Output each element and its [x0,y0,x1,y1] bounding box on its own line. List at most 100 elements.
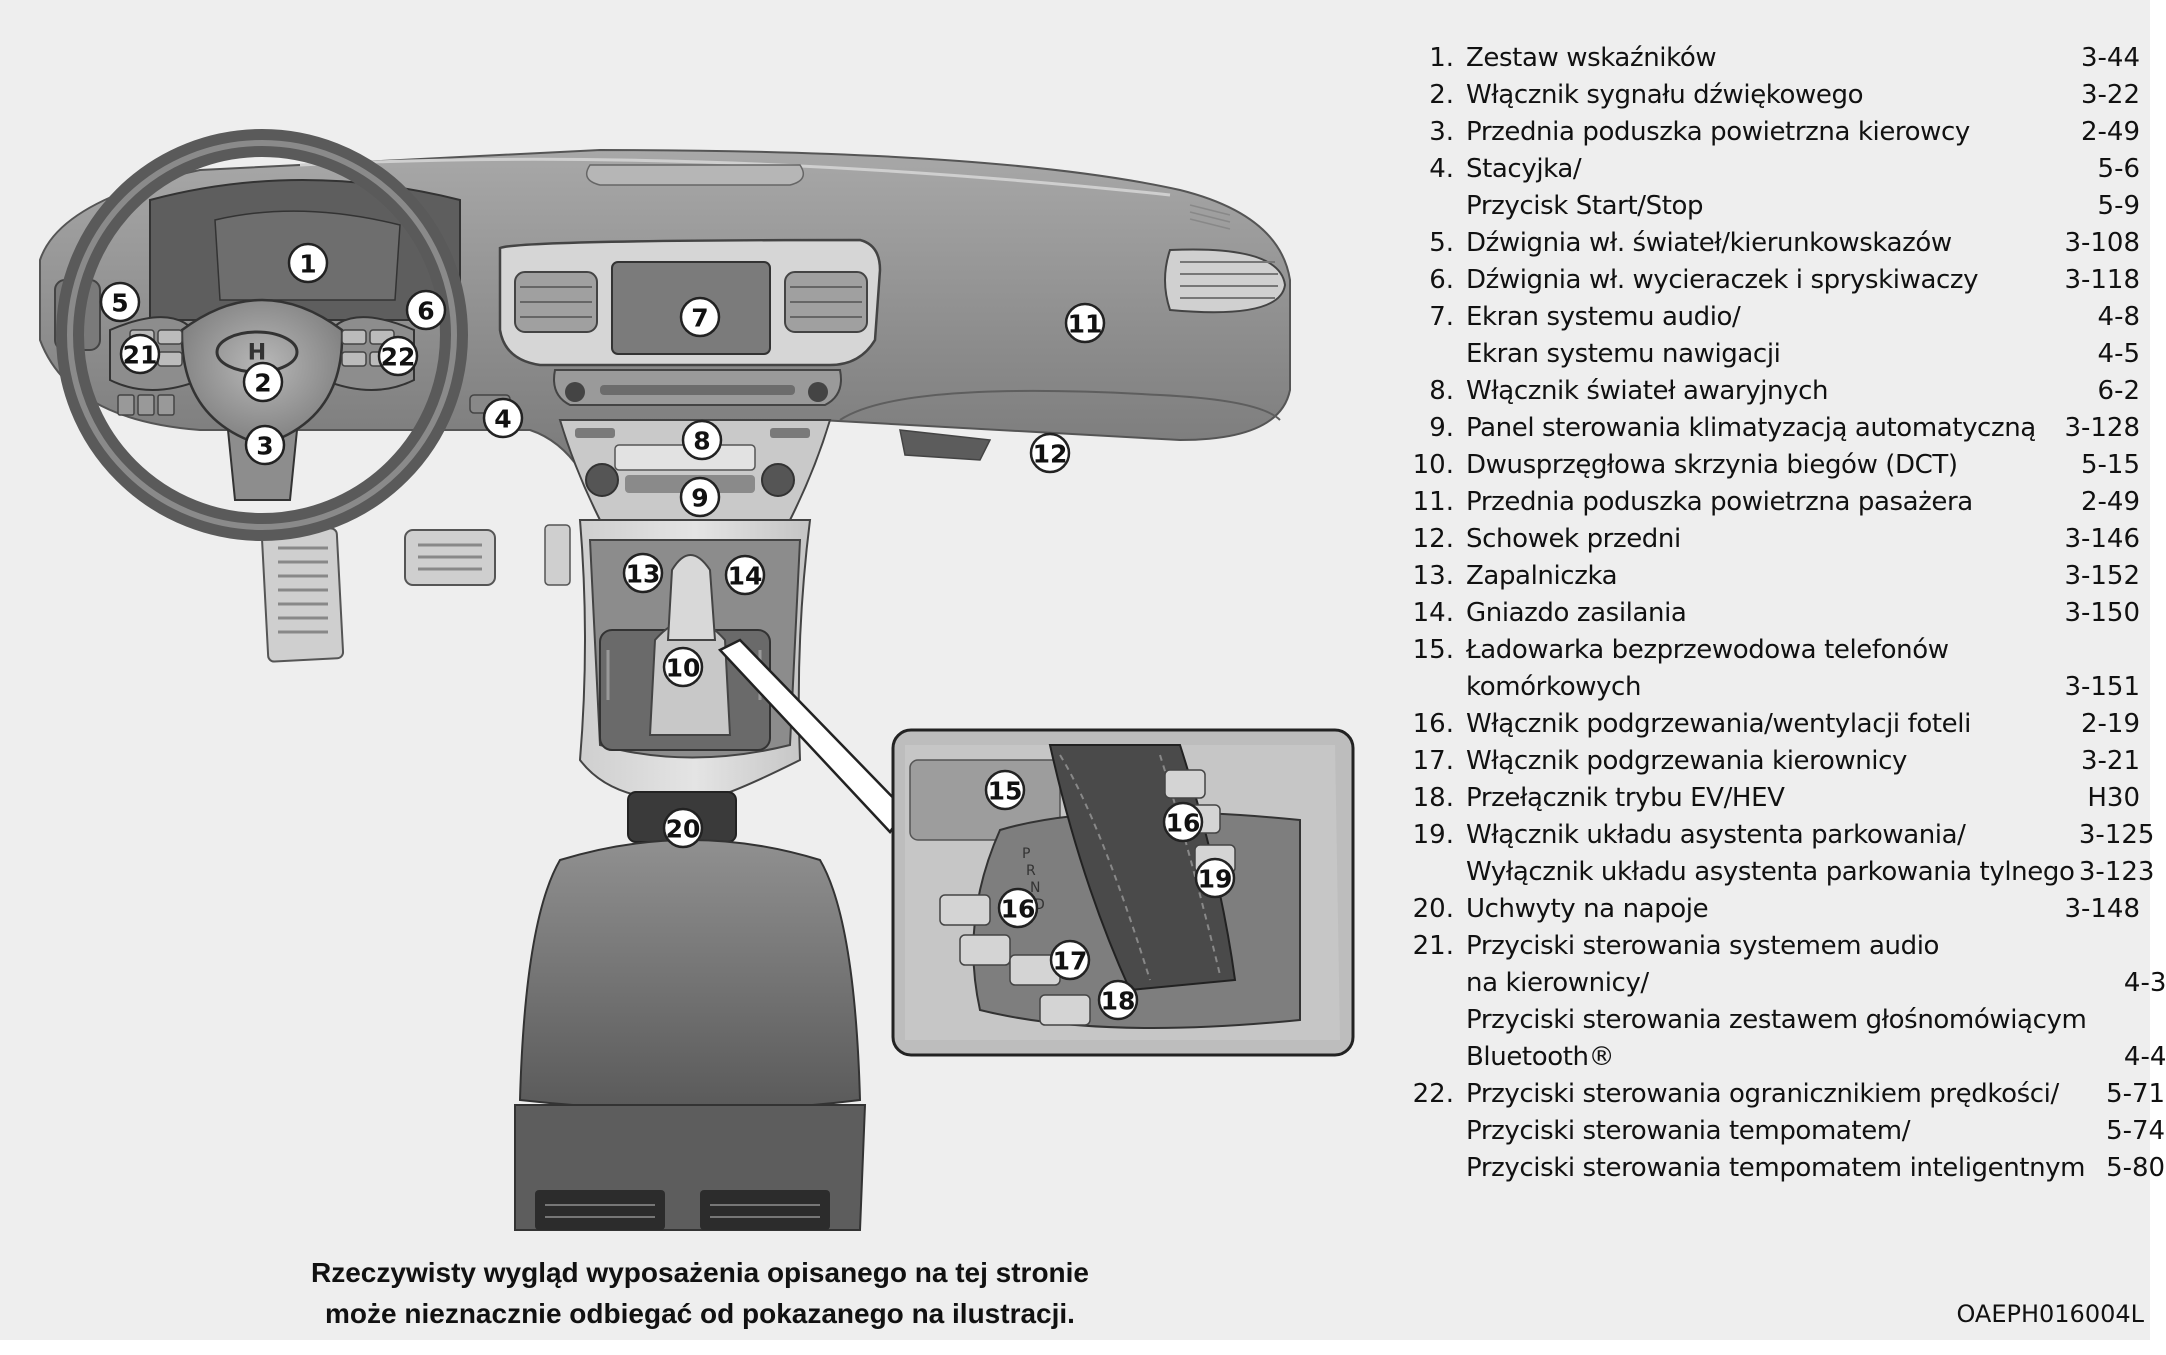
callout-number: 15 [988,777,1023,806]
legend-text: Przyciski sterowania tempomatem intelige… [1466,1153,2086,1183]
caption-line-1: Rzeczywisty wygląd wyposażenia opisanego… [311,1257,1089,1288]
legend-number: 21. [1412,931,1454,961]
callout-circle [997,887,1039,929]
legend-page-ref [2060,632,2140,669]
callout-number: 8 [693,427,710,456]
legend-number: 15. [1412,635,1454,665]
callout-18: 18 [1097,979,1139,1021]
legend-page-ref: 3-44 [2080,43,2140,73]
legend-item: 16.Włącznik podgrzewania/wentylacji fote… [1380,706,2140,743]
legend-text: Ładowarka bezprzewodowa telefonów [1466,635,1949,665]
svg-text:R: R [1026,863,1036,879]
callout-15: 15 [984,769,1026,811]
svg-text:H: H [248,341,266,366]
legend-item: 22.Przyciski sterowania ogranicznikiem p… [1380,1076,2165,1187]
callout-circle [377,335,419,377]
legend-page-ref: 2-49 [2080,117,2140,147]
callout-number: 16 [1001,895,1036,924]
legend-number: 9. [1429,413,1454,443]
callout-circle [1029,432,1071,474]
legend-page-ref: 2-49 [2080,487,2140,517]
legend-text: Dźwignia wł. wycieraczek i spryskiwaczy [1466,265,1979,295]
svg-text:N: N [1030,880,1040,896]
illustration-caption: Rzeczywisty wygląd wyposażenia opisanego… [280,1252,1120,1334]
callout-19: 19 [1194,857,1236,899]
legend-page-ref: 5-15 [2080,450,2140,480]
legend-text: Gniazdo zasilania [1466,598,1687,628]
legend-text: Włącznik podgrzewania kierownicy [1466,746,1907,776]
legend-text: Wyłącznik układu asystenta parkowania ty… [1466,857,2075,887]
callout-circle [984,769,1026,811]
svg-text:P: P [1022,846,1030,862]
callout-21: 21 [119,333,161,375]
callout-number: 9 [691,484,708,513]
legend-page-ref: 3-150 [2064,598,2140,628]
legend-page-ref: 3-21 [2080,746,2140,776]
callout-12: 12 [1029,432,1071,474]
legend-page-ref: 3-128 [2064,413,2140,443]
legend-text: Przełącznik trybu EV/HEV [1466,783,1785,813]
legend-number: 1. [1429,43,1454,73]
legend-line: Włącznik układu asystenta parkowania/3-1… [1466,817,2154,854]
legend-number: 19. [1412,820,1454,850]
callout-number: 13 [626,560,661,589]
legend-page-ref [2086,1002,2166,1039]
legend-number: 5. [1429,228,1454,258]
legend-text: Uchwyty na napoje [1466,894,1709,924]
legend-text: Dźwignia wł. świateł/kierunkowskazów [1466,228,1952,258]
legend-text: Ekran systemu audio/ [1466,302,1741,332]
legend-line: Włącznik podgrzewania kierownicy 3-21 [1466,743,2140,780]
legend-page-ref: 3-152 [2064,561,2140,591]
legend-line: Przyciski sterowania tempomatem/5-74 [1466,1113,2165,1150]
callout-number: 11 [1068,310,1103,339]
callout-circle [242,361,284,403]
legend-line: Przyciski sterowania systemem audio [1466,928,2166,965]
callout-6: 6 [405,289,447,331]
legend-page-ref: 4-3 [2123,968,2166,998]
legend-number: 13. [1412,561,1454,591]
legend-text: na kierownicy/ [1466,968,1649,998]
legend-text: komórkowych [1466,672,1642,702]
legend-line: Ładowarka bezprzewodowa telefonów [1466,632,2140,669]
callout-14: 14 [724,554,766,596]
callout-8: 8 [681,419,723,461]
callout-number: 22 [381,343,416,372]
callout-circle [679,296,721,338]
legend-line: Przyciski sterowania tempomatem intelige… [1466,1150,2165,1187]
legend-page-ref [2086,928,2166,965]
callout-13: 13 [622,552,664,594]
legend-text: Przyciski sterowania ogranicznikiem pręd… [1466,1079,2059,1109]
legend-number: 3. [1429,117,1454,147]
legend-line: Dwusprzęgłowa skrzynia biegów (DCT)5-15 [1466,447,2140,484]
legend-page-ref: 5-6 [2097,154,2140,184]
callout-10: 10 [662,646,704,688]
legend-line: Ekran systemu audio/4-8 [1466,299,2140,336]
callout-number: 16 [1166,809,1201,838]
legend-item: 15. Ładowarka bezprzewodowa telefonów komó… [1380,632,2140,706]
legend-number: 17. [1412,746,1454,776]
callout-number: 10 [666,654,701,683]
callout-number: 2 [254,369,271,398]
legend-number: 2. [1429,80,1454,110]
callout-circle [622,552,664,594]
callout-number: 5 [111,289,128,318]
callout-circle [724,554,766,596]
legend-number: 10. [1412,450,1454,480]
legend-page-ref: H30 [2087,783,2140,813]
callout-circle [662,807,704,849]
legend-number: 6. [1429,265,1454,295]
legend-page-ref: 3-125 [2078,820,2155,850]
callout-11: 11 [1064,302,1106,344]
legend-number: 7. [1429,302,1454,332]
dashboard-illustration: H [39,129,1355,1231]
